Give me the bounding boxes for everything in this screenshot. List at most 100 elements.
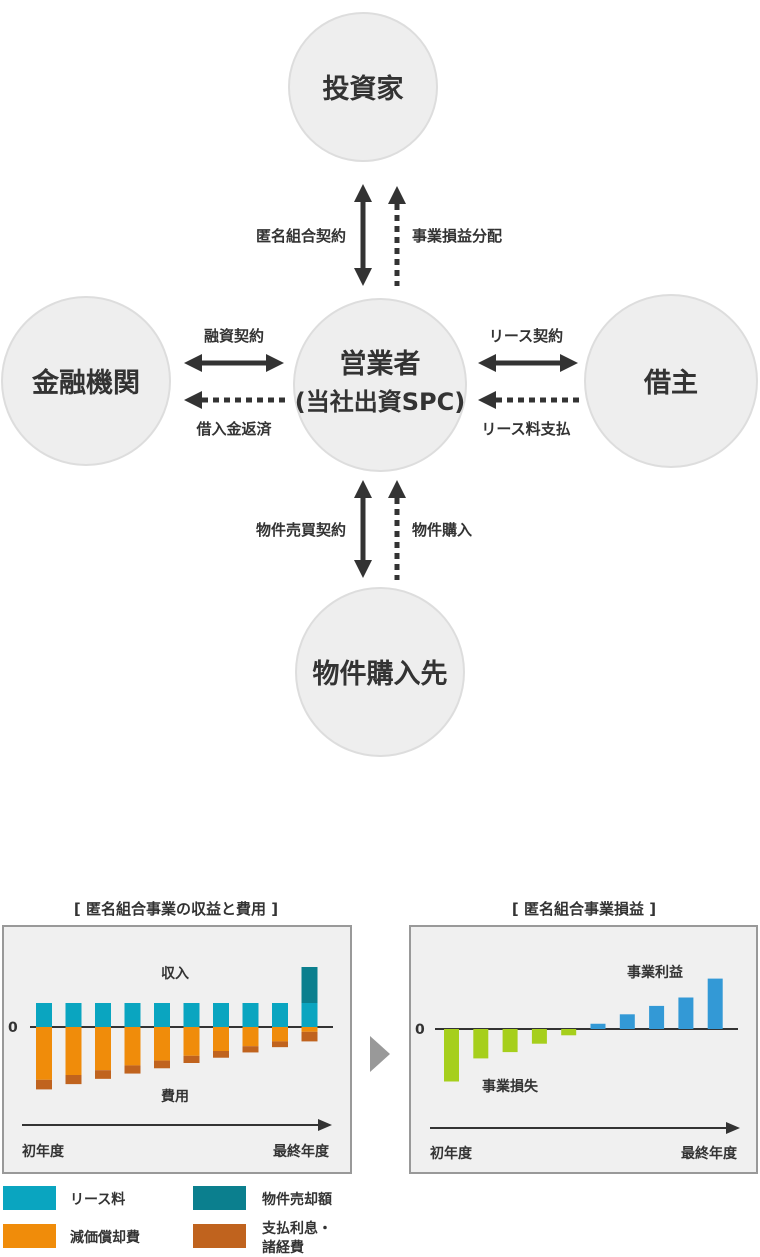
chart1-bar-depreciation [272, 1027, 288, 1042]
legend-label-sale-amount: 物件売却額 [262, 1191, 332, 1208]
chart1-bar-lease-fee [272, 1003, 288, 1027]
chart1-bar-depreciation [95, 1027, 111, 1071]
node-bank: 金融機関 [1, 296, 171, 466]
chart1-bar-lease-fee [36, 1003, 52, 1027]
chart1-zero-label: 0 [8, 1020, 18, 1036]
node-bank-label: 金融機関 [31, 367, 140, 399]
legend: リース料 物件売却額 減価償却費 支払利息・ 諸経費 [3, 1186, 332, 1256]
legend-item-depreciation: 減価償却費 [3, 1224, 140, 1248]
chart2-bar-profit [678, 997, 694, 1029]
chart1-time-arrow [318, 1119, 332, 1131]
chart2-bar-profit [649, 1005, 665, 1029]
chart2-bar-loss [502, 1029, 518, 1053]
label-lease-payment: リース料支払 [481, 420, 570, 438]
chart1-bar-depreciation [301, 1027, 318, 1032]
chart1-bar-interest [183, 1055, 200, 1063]
chart1-bar-interest [36, 1079, 52, 1090]
arrow-profit-distribution: 事業損益分配 [388, 186, 502, 286]
legend-label-interest-line2: 諸経費 [262, 1239, 304, 1256]
legend-swatch-lease-fee [3, 1186, 56, 1210]
chart2-bar-loss [473, 1029, 489, 1059]
chart1-bar-lease-fee [183, 1003, 200, 1027]
arrow-loan-repayment: 借入金返済 [184, 391, 286, 438]
chart1-bar-depreciation [36, 1027, 52, 1080]
legend-swatch-sale-amount [193, 1186, 246, 1210]
node-investor-label: 投資家 [323, 73, 404, 105]
chart1-bar-depreciation [124, 1027, 141, 1066]
chart1-bar-depreciation [65, 1027, 82, 1075]
chart1-bar-interest [154, 1060, 170, 1069]
node-seller: 物件購入先 [295, 587, 465, 757]
chart1-panel [2, 925, 352, 1174]
chart-profit-loss: [ 匿名組合事業損益 ] 0 事業利益 事業損失 初年度 最終年度 [409, 900, 758, 1174]
chart1-x-start: 初年度 [22, 1143, 65, 1160]
chart2-bar-profit [707, 978, 723, 1029]
chart1-bar-interest [242, 1046, 259, 1053]
legend-swatch-depreciation [3, 1224, 56, 1248]
chart1-bars [36, 967, 318, 1090]
chart1-bar-lease-fee [213, 1003, 229, 1027]
chart1-x-end: 最終年度 [273, 1143, 330, 1160]
chart1-title: [ 匿名組合事業の収益と費用 ] [74, 900, 278, 918]
chart1-income-label: 収入 [161, 965, 189, 982]
chart1-bar-depreciation [154, 1027, 170, 1061]
label-silent-partnership: 匿名組合契約 [256, 227, 346, 245]
chart2-bar-profit [619, 1014, 635, 1029]
chart1-bar-lease-fee [95, 1003, 111, 1027]
legend-swatch-interest [193, 1224, 246, 1248]
node-operator: 営業者 (当社出資SPC) [293, 298, 467, 472]
chart2-x-end: 最終年度 [681, 1145, 738, 1162]
chart1-bar-depreciation [183, 1027, 200, 1056]
arrow-lease-contract: リース契約 [478, 327, 578, 372]
chart2-bar-profit [590, 1023, 606, 1029]
flow-arrow-icon [370, 1036, 390, 1072]
node-lessee-label: 借主 [643, 368, 698, 399]
chart1-bar-lease-fee [301, 1003, 318, 1027]
chart2-profit-label: 事業利益 [627, 964, 683, 981]
chart1-bar-interest [301, 1031, 318, 1042]
chart2-bar-loss [531, 1029, 547, 1044]
chart2-bar-loss [561, 1029, 577, 1036]
chart1-bar-interest [124, 1065, 141, 1074]
legend-label-depreciation: 減価償却費 [70, 1229, 140, 1246]
node-lessee: 借主 [584, 294, 758, 468]
label-loan-contract: 融資契約 [204, 327, 264, 345]
arrow-silent-partnership: 匿名組合契約 [256, 184, 372, 286]
label-loan-repayment: 借入金返済 [195, 420, 272, 438]
arrow-purchase: 物件購入 [388, 480, 472, 580]
label-purchase-contract: 物件売買契約 [256, 521, 346, 539]
chart2-bar-loss [444, 1029, 459, 1082]
chart1-bar-lease-fee [124, 1003, 141, 1027]
chart2-title: [ 匿名組合事業損益 ] [512, 900, 656, 918]
chart2-x-start: 初年度 [430, 1145, 473, 1162]
arrow-purchase-contract: 物件売買契約 [256, 480, 372, 578]
chart1-bar-interest [65, 1075, 82, 1085]
chart1-bar-interest [272, 1041, 288, 1048]
chart1-bar-depreciation [242, 1027, 259, 1047]
node-seller-label: 物件購入先 [313, 659, 448, 690]
label-purchase: 物件購入 [412, 521, 472, 539]
chart2-panel [409, 925, 758, 1174]
chart1-bar-lease-fee [65, 1003, 82, 1027]
legend-label-lease-fee: リース料 [70, 1191, 125, 1208]
chart2-time-arrow [726, 1122, 740, 1134]
chart1-bar-depreciation [213, 1027, 229, 1051]
arrow-lease-payment: リース料支払 [478, 391, 580, 438]
chart1-bar-interest [95, 1070, 111, 1079]
chart1-expense-label: 費用 [161, 1088, 189, 1105]
node-investor: 投資家 [288, 12, 438, 162]
chart2-zero-label: 0 [415, 1022, 425, 1038]
chart2-loss-label: 事業損失 [482, 1078, 539, 1095]
label-lease-contract: リース契約 [489, 327, 563, 345]
legend-item-lease-fee: リース料 [3, 1186, 125, 1210]
label-profit-distribution: 事業損益分配 [412, 227, 502, 245]
chart1-bar-sale-amount [301, 967, 318, 1003]
chart2-bars [444, 978, 723, 1082]
legend-label-interest-line1: 支払利息・ [261, 1220, 332, 1237]
legend-item-interest: 支払利息・ 諸経費 [193, 1220, 332, 1256]
chart1-bar-interest [213, 1051, 229, 1058]
chart-revenue-expenses: [ 匿名組合事業の収益と費用 ] 0 収入 費用 初年度 最終年度 [2, 900, 352, 1174]
chart1-bar-lease-fee [154, 1003, 170, 1027]
node-operator-sublabel: (当社出資SPC) [295, 388, 465, 416]
